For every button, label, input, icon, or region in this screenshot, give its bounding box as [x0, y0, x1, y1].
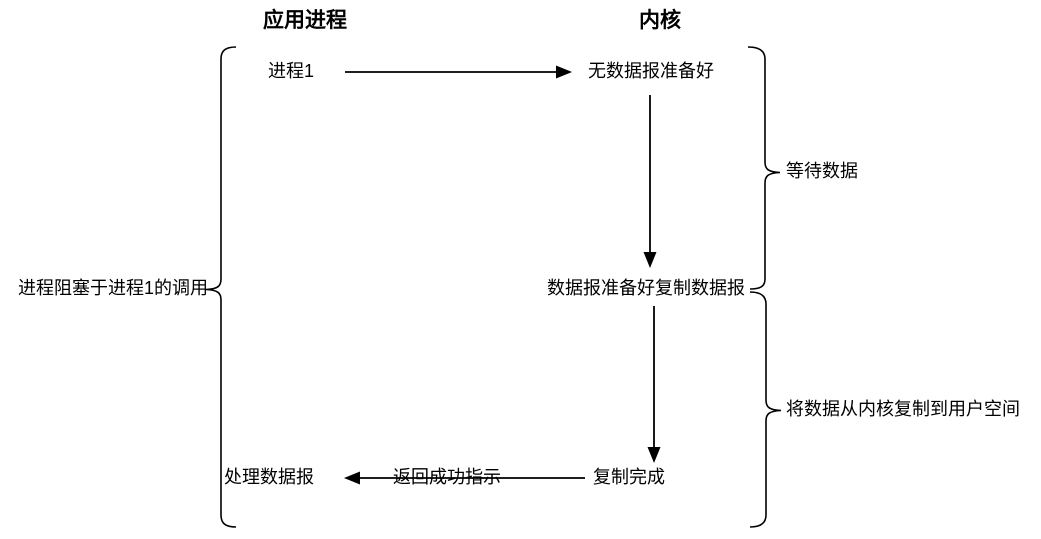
side-label-copy-kernel-to-user: 将数据从内核复制到用户空间: [786, 399, 1020, 420]
node-handle-datagram: 处理数据报: [224, 467, 314, 488]
arrow-no-datagram-to-ready: [643, 95, 657, 268]
side-label-process-blocked: 进程阻塞于进程1的调用: [17, 278, 208, 299]
arrow-ready-to-copy-complete: [647, 306, 661, 463]
node-process1: 进程1: [268, 61, 315, 82]
node-no-datagram-ready: 无数据报准备好: [588, 61, 714, 82]
node-datagram-ready-copy: 数据报准备好复制数据报: [547, 278, 745, 299]
right-brace-wait-data: [747, 46, 781, 290]
right-brace-copy-data: [749, 291, 782, 528]
left-brace: [205, 46, 237, 528]
arrow-process1-to-no-datagram: [345, 65, 572, 79]
arrow-copy-complete-to-handle: [344, 471, 585, 485]
edge-label-return-success: 返回成功指示: [393, 467, 501, 488]
side-label-wait-for-data: 等待数据: [786, 161, 858, 182]
column-header-kernel: 内核: [639, 9, 681, 32]
column-header-app-process: 应用进程: [263, 9, 347, 32]
node-copy-complete: 复制完成: [593, 467, 665, 488]
